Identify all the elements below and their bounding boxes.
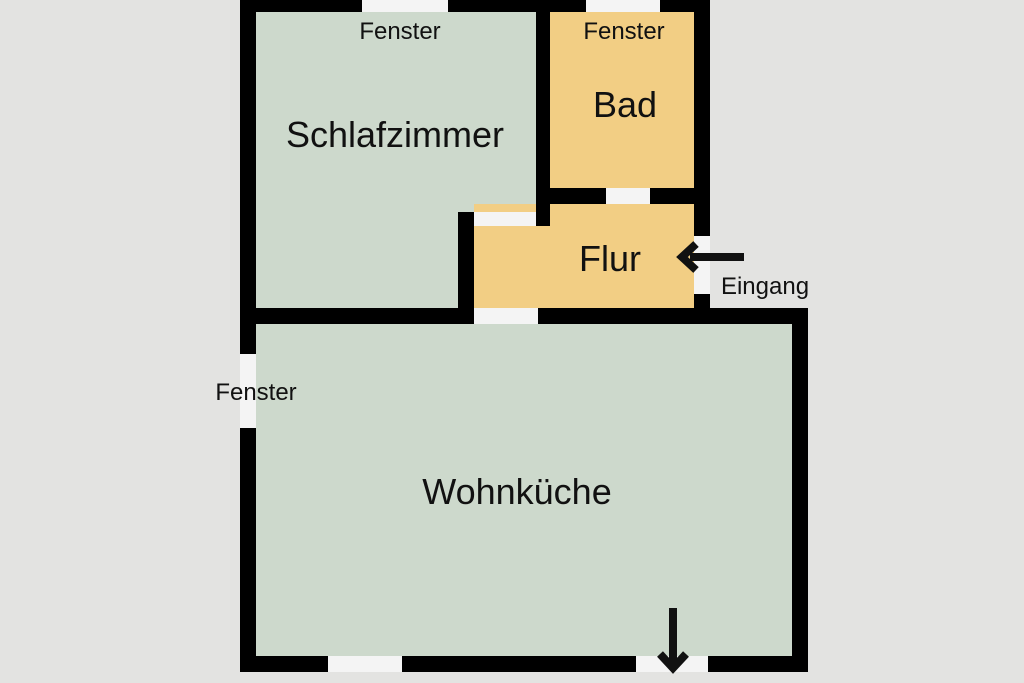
door-bad-flur: [606, 188, 650, 204]
label-window-wohnkueche: Fenster: [215, 379, 297, 406]
window-wohnkueche-bottom: [328, 656, 402, 672]
wall-flur-left: [458, 212, 474, 324]
label-schlafzimmer: Schlafzimmer: [285, 114, 505, 155]
label-bad: Bad: [592, 84, 658, 125]
room-bad: [550, 12, 694, 188]
wall-outer-left: [240, 0, 256, 672]
wall-schlafzimmer-bad: [536, 0, 550, 226]
arrow-left-icon: [676, 241, 744, 273]
label-flur: Flur: [579, 238, 641, 279]
label-entrance: Eingang: [720, 273, 810, 300]
window-schlafzimmer: [362, 0, 448, 12]
label-wohnkueche: Wohnküche: [422, 471, 612, 512]
label-window-schlafzimmer: Fenster: [359, 18, 441, 45]
room-wohnkueche: [256, 324, 792, 656]
door-schlafzimmer-flur: [474, 212, 536, 226]
wall-outer-right-lower: [792, 308, 808, 672]
label-window-bad: Fenster: [583, 18, 665, 45]
door-entrance: [694, 236, 710, 294]
window-bad: [586, 0, 660, 12]
arrow-down-icon: [657, 608, 689, 674]
door-flur-wohnkueche: [474, 308, 538, 324]
window-wohnkueche-left: [240, 354, 256, 428]
wall-outer-bottom: [240, 656, 808, 672]
